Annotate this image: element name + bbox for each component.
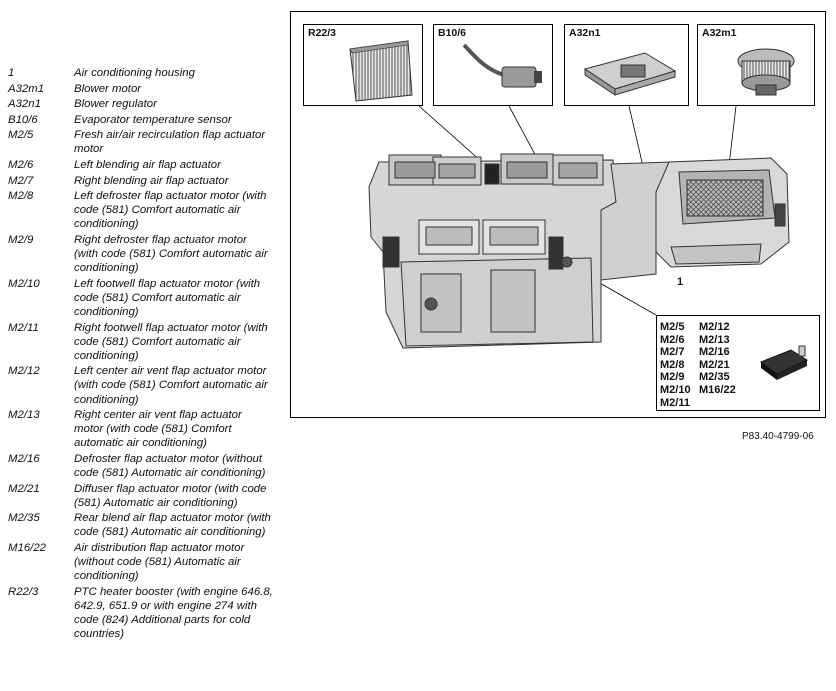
- legend-code: M16/22: [8, 542, 46, 554]
- m2-code: M2/13: [699, 333, 730, 346]
- ptc-heater-booster-icon: [349, 40, 413, 102]
- legend-row: R22/3 PTC heater booster (with engine 646…: [8, 585, 284, 641]
- inset-label: R22/3: [308, 27, 337, 39]
- legend-row: M2/21 Diffuser flap actuator motor (with …: [8, 482, 284, 510]
- legend-desc: Rear blend air flap actuator motor (with…: [74, 512, 271, 539]
- legend-desc: Fresh air/air recirculation flap actuato…: [74, 129, 266, 156]
- inset-r22-3: R22/3: [303, 24, 423, 106]
- legend-row: B10/6 Evaporator temperature sensor: [8, 113, 284, 127]
- legend-desc: Blower motor: [74, 82, 142, 95]
- inset-m2-actuators: M2/5 M2/12 M2/6 M2/13 M2/7 M2/16 M2/8 M2…: [656, 315, 820, 411]
- legend-row: M2/16 Defroster flap actuator motor (with…: [8, 452, 284, 480]
- diagram-frame: R22/3 B10/6 A32n1 A32m1: [290, 11, 826, 418]
- legend-desc: Left footwell flap actuator motor (with …: [74, 277, 261, 318]
- inset-label: B10/6: [438, 27, 467, 39]
- m2-code: M2/7: [660, 346, 685, 359]
- legend-row: M16/22 Air distribution flap actuator mot…: [8, 541, 284, 583]
- m2-code: M16/22: [699, 383, 736, 396]
- legend-row: M2/35 Rear blend air flap actuator motor …: [8, 511, 284, 539]
- legend-code: M2/8: [8, 190, 34, 203]
- m2-code: M2/12: [699, 321, 730, 333]
- legend-row: M2/11 Right footwell flap actuator motor …: [8, 321, 284, 363]
- legend: 1 Air conditioning housing A32m1 Blower mo…: [8, 66, 284, 643]
- legend-code: R22/3: [8, 585, 39, 598]
- blower-motor-icon: [737, 48, 795, 96]
- legend-code: M2/9: [8, 234, 34, 247]
- legend-row: M2/7 Right blending air flap actuator: [8, 174, 284, 188]
- inset-b10-6: B10/6: [433, 24, 553, 106]
- m2-code: M2/21: [699, 358, 730, 371]
- legend-row: A32m1 Blower motor: [8, 82, 284, 96]
- m2-code: M2/10: [660, 383, 691, 396]
- legend-code: M2/5: [8, 129, 34, 142]
- figure-reference: P83.40-4799-06: [742, 431, 814, 442]
- legend-desc: Evaporator temperature sensor: [74, 113, 232, 126]
- m2-code: M2/8: [660, 358, 685, 371]
- legend-desc: PTC heater booster (with engine 646.8, 6…: [74, 585, 273, 641]
- ac-housing: [368, 153, 790, 349]
- m2-code: M2/16: [699, 346, 730, 359]
- m2-code: M2/35: [699, 371, 730, 384]
- inset-label: A32m1: [702, 27, 737, 39]
- legend-row: A32n1 Blower regulator: [8, 97, 284, 111]
- legend-desc: Right blending air flap actuator: [74, 174, 229, 187]
- legend-row: M2/13 Right center air vent flap actuator…: [8, 408, 284, 450]
- legend-desc: Right center air vent flap actuator moto…: [74, 409, 242, 450]
- legend-row: 1 Air conditioning housing: [8, 66, 284, 80]
- legend-row: M2/10 Left footwell flap actuator motor (…: [8, 277, 284, 319]
- legend-desc: Right footwell flap actuator motor (with…: [74, 321, 268, 362]
- legend-code: M2/6: [8, 159, 34, 172]
- legend-desc: Left blending air flap actuator: [74, 159, 221, 172]
- legend-code: M2/35: [8, 512, 40, 525]
- legend-desc: Defroster flap actuator motor (without c…: [74, 452, 266, 480]
- inset-label: A32n1: [569, 27, 601, 39]
- m2-code: M2/9: [660, 371, 685, 384]
- legend-desc: Left center air vent flap actuator motor…: [74, 365, 268, 406]
- blower-regulator-icon: [583, 52, 677, 96]
- legend-code: M2/13: [8, 409, 40, 422]
- legend-code: A32m1: [8, 82, 45, 95]
- legend-code: M2/16: [8, 452, 40, 465]
- legend-code: M2/21: [8, 482, 40, 495]
- legend-row: M2/8 Left defroster flap actuator motor (…: [8, 189, 284, 231]
- legend-code: B10/6: [8, 113, 38, 126]
- callout-housing-label: 1: [677, 276, 684, 288]
- legend-desc: Air distribution flap actuator motor (wi…: [74, 542, 245, 583]
- legend-code: M2/12: [8, 365, 40, 378]
- legend-row: M2/9 Right defroster flap actuator motor …: [8, 233, 284, 275]
- legend-desc: Right defroster flap actuator motor (wit…: [74, 234, 268, 275]
- inset-a32m1: A32m1: [697, 24, 815, 106]
- legend-row: M2/6 Left blending air flap actuator: [8, 158, 284, 172]
- legend-code: M2/11: [8, 321, 39, 334]
- inset-a32n1: A32n1: [564, 24, 689, 106]
- m2-code-list: M2/5 M2/12 M2/6 M2/13 M2/7 M2/16 M2/8 M2…: [660, 321, 749, 409]
- legend-code: M2/10: [8, 277, 40, 290]
- legend-row: M2/5 Fresh air/air recirculation flap act…: [8, 128, 284, 156]
- evaporator-sensor-icon: [462, 43, 542, 88]
- legend-code: 1: [8, 67, 15, 79]
- legend-desc: Diffuser flap actuator motor (with code …: [74, 482, 267, 509]
- legend-desc: Air conditioning housing: [74, 67, 195, 79]
- m2-code: M2/11: [660, 396, 690, 409]
- legend-desc: Left defroster flap actuator motor (with…: [74, 190, 267, 231]
- m2-code: M2/6: [660, 333, 685, 346]
- legend-desc: Blower regulator: [74, 98, 157, 111]
- ac-housing-illustration: [368, 105, 790, 349]
- legend-code: M2/7: [8, 174, 34, 187]
- actuator-motor-icon: [759, 345, 809, 380]
- legend-code: A32n1: [8, 98, 41, 111]
- m2-code: M2/5: [660, 321, 685, 333]
- legend-row: M2/12 Left center air vent flap actuator …: [8, 364, 284, 406]
